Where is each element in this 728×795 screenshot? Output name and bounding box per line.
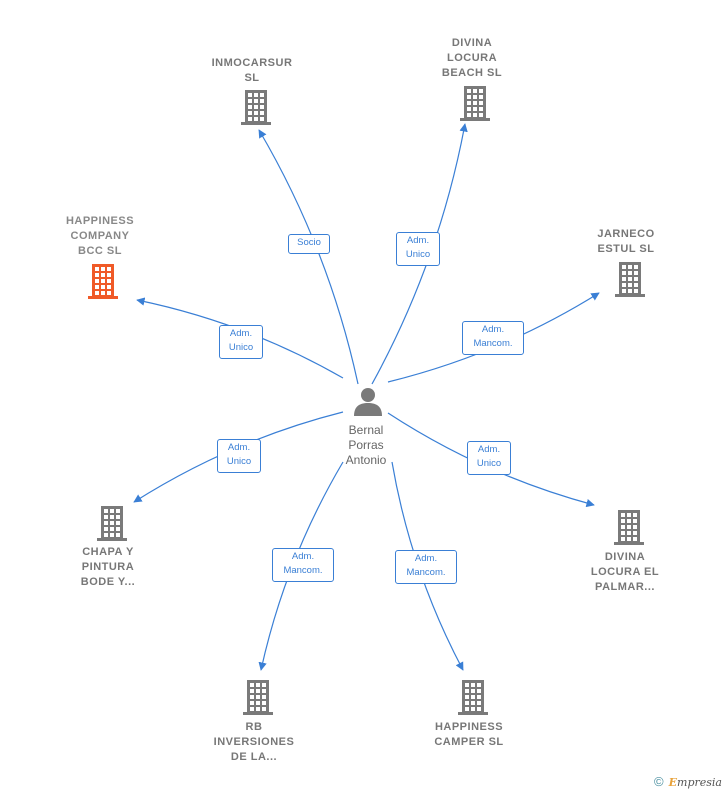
- building-icon[interactable]: [242, 680, 274, 716]
- building-icon[interactable]: [240, 90, 272, 126]
- footer-brand: © Empresia: [654, 774, 722, 789]
- building-icon[interactable]: [459, 86, 491, 122]
- relation-label-divina-locura-beach[interactable]: Adm. Unico: [396, 232, 440, 266]
- building-icon[interactable]: [613, 510, 645, 546]
- relation-label-happiness-camper[interactable]: Adm. Mancom.: [395, 550, 457, 584]
- person-icon[interactable]: [352, 386, 384, 418]
- company-label-divina-locura-beach[interactable]: DIVINA LOCURA BEACH SL: [441, 37, 503, 79]
- building-icon[interactable]: [87, 264, 119, 300]
- relation-label-chapa-y-pintura[interactable]: Adm. Unico: [217, 439, 261, 473]
- company-label-happiness-company[interactable]: HAPPINESS COMPANY BCC SL: [65, 215, 135, 257]
- person-name[interactable]: Bernal Porras Antonio: [345, 423, 387, 467]
- building-icon[interactable]: [457, 680, 489, 716]
- relation-label-inmocarsur[interactable]: Socio: [288, 234, 330, 254]
- company-label-divina-locura-palmar[interactable]: DIVINA LOCURA EL PALMAR...: [590, 551, 660, 593]
- company-label-jarneco-estul[interactable]: JARNECO ESTUL SL: [597, 228, 655, 255]
- relation-label-jarneco-estul[interactable]: Adm. Mancom.: [462, 321, 524, 355]
- brand-logo: Empresia: [668, 776, 722, 789]
- company-label-chapa-y-pintura[interactable]: CHAPA Y PINTURA BODE Y...: [80, 546, 136, 588]
- relation-label-rb-inversiones[interactable]: Adm. Mancom.: [272, 548, 334, 582]
- relation-label-happiness-company[interactable]: Adm. Unico: [219, 325, 263, 359]
- building-icon[interactable]: [96, 506, 128, 542]
- relation-label-divina-locura-palmar[interactable]: Adm. Unico: [467, 441, 511, 475]
- edge-inmocarsur: [258, 129, 359, 385]
- building-icon[interactable]: [614, 262, 646, 298]
- company-label-rb-inversiones[interactable]: RB INVERSIONES DE LA...: [213, 721, 295, 763]
- company-label-inmocarsur[interactable]: INMOCARSUR SL: [211, 57, 293, 84]
- copyright-symbol: ©: [653, 774, 664, 789]
- company-label-happiness-camper[interactable]: HAPPINESS CAMPER SL: [434, 721, 504, 748]
